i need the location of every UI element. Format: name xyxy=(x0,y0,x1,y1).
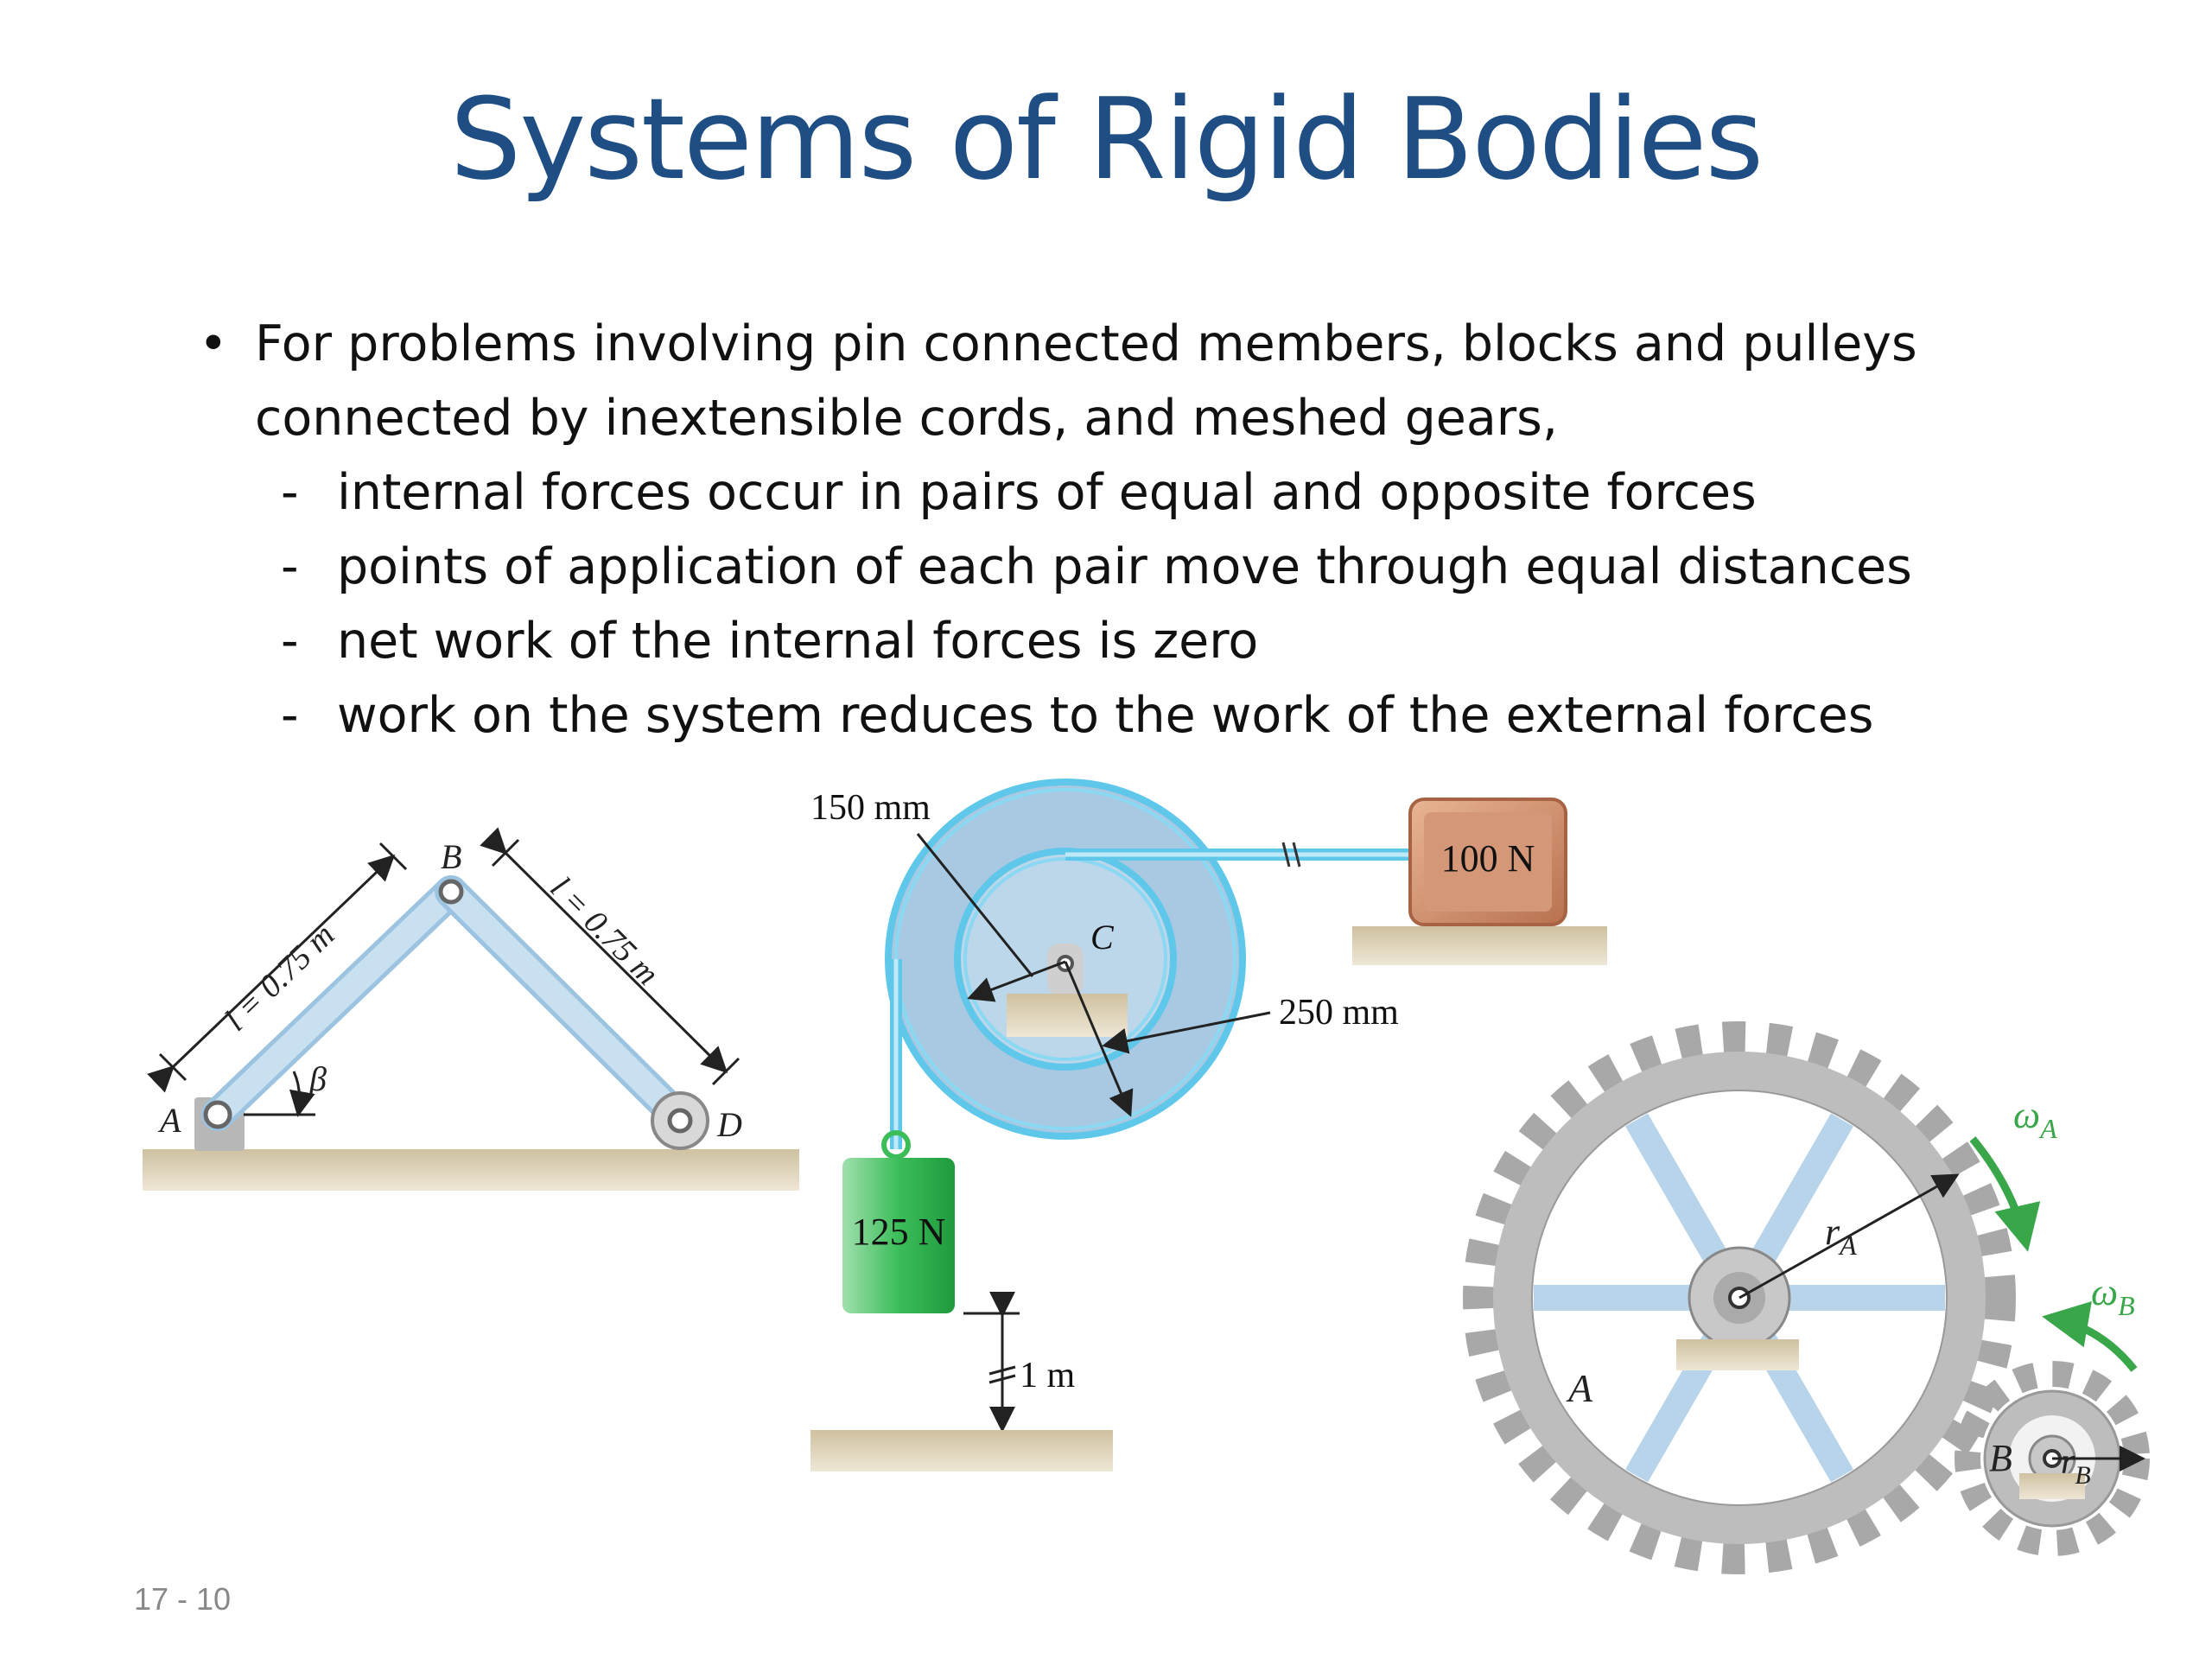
pulley-figure: 100 N 125 N 1 m 150 mm 250 mm C xyxy=(810,779,1607,1471)
label-c: C xyxy=(1090,918,1115,957)
drop-ground xyxy=(810,1430,1113,1471)
label-drop: 1 m xyxy=(1020,1356,1076,1395)
label-gear-b: B xyxy=(1989,1437,2012,1479)
sub-bullet-text: net work of the internal forces is zero xyxy=(337,613,1259,670)
label-ra: rA xyxy=(1825,1211,1857,1261)
gear-a-rim xyxy=(1493,1052,1986,1544)
bullet-main-text: For problems involving pin connected mem… xyxy=(255,315,1917,447)
label-125n: 125 N xyxy=(852,1211,946,1253)
label-250mm: 250 mm xyxy=(1279,993,1399,1033)
omega-a-arrow xyxy=(1969,1136,2041,1252)
slide-title: Systems of Rigid Bodies xyxy=(449,73,1764,205)
label-rb: rB xyxy=(2061,1442,2091,1490)
linkage-figure: A B D β l = 0.75 m l = 0.75 m xyxy=(143,827,799,1191)
bullet-list: • For problems involving pin connected m… xyxy=(199,307,2100,753)
label-100n: 100 N xyxy=(1441,837,1535,880)
label-d: D xyxy=(716,1105,742,1144)
label-gear-a: A xyxy=(1566,1366,1593,1410)
sub-bullet: -work on the system reduces to the work … xyxy=(281,687,1874,744)
label-a: A xyxy=(157,1101,181,1140)
label-b: B xyxy=(441,837,461,876)
sub-bullet-text: work on the system reduces to the work o… xyxy=(337,687,1874,744)
sub-bullet-text: points of application of each pair move … xyxy=(337,538,1912,595)
sub-bullet: -points of application of each pair move… xyxy=(281,538,1912,595)
label-beta: β xyxy=(308,1059,327,1098)
gear-a-support xyxy=(1676,1339,1799,1370)
label-omega-b: ωB xyxy=(2091,1271,2135,1321)
beta-arc xyxy=(289,1071,315,1117)
gear-a-teeth xyxy=(1463,1021,2016,1574)
gears-figure: A B rA rB ωA ωB xyxy=(1463,1021,2150,1574)
block-125n xyxy=(842,1158,955,1313)
bullet-dot: • xyxy=(199,315,228,372)
label-omega-a: ωA xyxy=(2013,1094,2057,1144)
pulley-support xyxy=(1007,994,1128,1037)
omega-b-arrow xyxy=(2042,1301,2138,1372)
sub-bullet-text: internal forces occur in pairs of equal … xyxy=(337,464,1757,521)
bullet-main: • For problems involving pin connected m… xyxy=(199,307,2100,455)
block-ground xyxy=(1352,926,1607,965)
gear-b-support xyxy=(2019,1473,2085,1499)
sub-bullet: -internal forces occur in pairs of equal… xyxy=(281,464,1757,521)
linkage-ground xyxy=(143,1149,799,1191)
dim-right: l = 0.75 m xyxy=(543,870,666,993)
radius-a xyxy=(1738,1173,1960,1300)
pin-a xyxy=(203,1100,232,1129)
pin-b xyxy=(438,879,464,905)
sub-bullet: -net work of the internal forces is zero xyxy=(281,613,1259,670)
label-150mm: 150 mm xyxy=(810,788,931,828)
slide-number: 17 - 10 xyxy=(134,1581,232,1617)
